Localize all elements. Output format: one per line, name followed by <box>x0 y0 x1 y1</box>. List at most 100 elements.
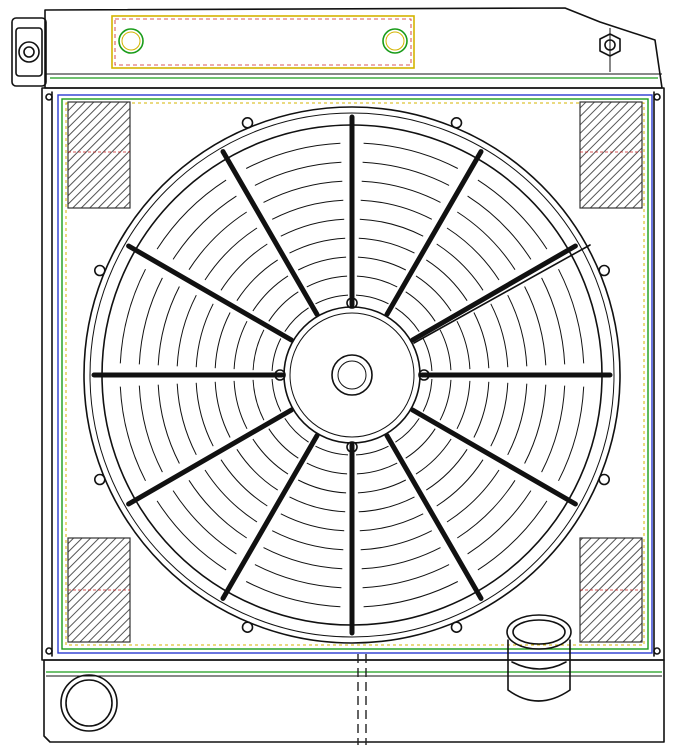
top-tank <box>11 7 663 89</box>
fan-blade-arc <box>507 294 528 367</box>
fan-blade-arc <box>446 469 500 523</box>
fan-blade-arc <box>271 530 344 551</box>
fan-blade-arc <box>252 379 265 421</box>
fan-blade-arc <box>558 386 585 482</box>
fan-blade-arc <box>172 195 237 260</box>
fan-blade-arc <box>436 459 484 507</box>
fan-motor-housing <box>283 306 421 444</box>
fan-blade-arc <box>467 490 532 555</box>
fan-blade-arc <box>297 256 347 271</box>
fan-blade-arc <box>395 307 420 332</box>
hub-bolt-icon <box>418 369 430 381</box>
fan-blade-arc <box>289 237 346 254</box>
fan-blade-arc <box>119 386 146 482</box>
fan-blade-arc <box>271 338 282 372</box>
fan-blade-arc <box>245 581 341 608</box>
fan-blade-arc <box>306 462 348 475</box>
fan-blade-arc <box>457 211 516 270</box>
fan-blade-arc <box>359 218 424 237</box>
fan-blade-arc <box>359 513 424 532</box>
fan-blade-arc <box>233 380 248 430</box>
fan-spoke <box>384 149 484 317</box>
fan-blade-arc <box>426 449 468 491</box>
fan-blade-arc <box>439 379 452 421</box>
fan-blade-arc <box>220 459 268 507</box>
fan-spoke <box>126 407 294 507</box>
fan-blade-arc <box>188 480 247 539</box>
fan-blade-arc <box>254 161 342 186</box>
shroud-mount-icon <box>241 621 254 634</box>
fan-blade-arc <box>477 179 548 250</box>
fan-blade-arc <box>315 445 349 456</box>
shroud-mount-icon <box>94 264 106 277</box>
fan-blade-arc <box>360 199 433 220</box>
fan-blade-arc <box>405 291 436 322</box>
fan-spoke <box>220 433 320 601</box>
fan-blade-arc <box>233 320 248 370</box>
fan-blade-arc <box>422 338 433 372</box>
fan-blade-arc <box>456 380 471 430</box>
fan-blade-arc <box>439 329 452 371</box>
fan-blade-arc <box>422 378 433 412</box>
fan-blade-arc <box>284 307 309 332</box>
fan-blade-arc <box>436 243 484 291</box>
fan-blade-arc <box>195 303 214 368</box>
fan-blade-arc <box>415 438 452 475</box>
fan-blade-arc <box>541 385 566 473</box>
fan-blade-arc <box>157 286 180 366</box>
fan-spoke <box>220 149 320 317</box>
fan-blade-arc <box>362 161 450 186</box>
fan-blade-arc <box>426 259 468 301</box>
fan-blade-arc <box>156 179 227 250</box>
fan-blade-arc <box>172 490 237 555</box>
mount-pad-top-right <box>579 101 643 209</box>
fan-blade-arc <box>176 294 197 367</box>
shroud-mount-icon <box>450 117 463 129</box>
fan-blade-arc <box>204 227 258 281</box>
fan-blade-arc <box>524 384 547 464</box>
fan-shroud-outer <box>83 106 621 644</box>
fan-blade-arc <box>456 320 471 370</box>
fan-blade-arc <box>362 564 450 589</box>
fan-blade-arc <box>195 382 214 447</box>
bleed-screw-icon <box>599 28 621 72</box>
fan-blade-arc <box>157 384 180 464</box>
fan-blade-arc <box>214 381 231 438</box>
fan-blade-arc <box>271 378 282 412</box>
fan-blade-arc <box>138 385 163 473</box>
fan-blade-arc <box>477 500 548 571</box>
fan-blade-arc <box>358 496 415 513</box>
fan-blade-arc <box>156 500 227 571</box>
fan-blade-arc <box>490 303 509 368</box>
fan-blade-arc <box>284 418 309 443</box>
fan-blade-arc <box>490 382 509 447</box>
fan-blade-arc <box>271 199 344 220</box>
fan-blade-arc <box>361 547 441 570</box>
fan-blade-arc <box>236 259 278 301</box>
fan-blade-arc <box>473 381 490 438</box>
radiator-core <box>41 87 665 661</box>
bottom-tank <box>43 614 665 745</box>
fan-motor-ring <box>289 312 415 438</box>
fan-blade-arc <box>355 445 389 456</box>
fan-blade-arc <box>467 195 532 260</box>
drain-neck <box>506 614 572 702</box>
fan-blade-arc <box>457 480 516 539</box>
mount-pad-bottom-left <box>67 537 131 643</box>
fan-spoke <box>384 433 484 601</box>
fan-blade-arc <box>176 383 197 456</box>
fan-blade-arc <box>263 180 343 203</box>
fan-blade-arc <box>188 211 247 270</box>
fan-blade-arc <box>361 180 441 203</box>
mount-hole-left <box>118 28 144 54</box>
fan-blade-arc <box>315 294 349 305</box>
fan-blade-arc <box>541 277 566 365</box>
fan-blade-arc <box>268 291 299 322</box>
fan-blade-arc <box>558 268 585 364</box>
fan-blade-arc <box>268 428 299 459</box>
fan-blade-arc <box>204 469 258 523</box>
fan-blade-arc <box>252 438 289 475</box>
outlet-port <box>60 674 118 732</box>
fan-blade-arc <box>524 286 547 366</box>
